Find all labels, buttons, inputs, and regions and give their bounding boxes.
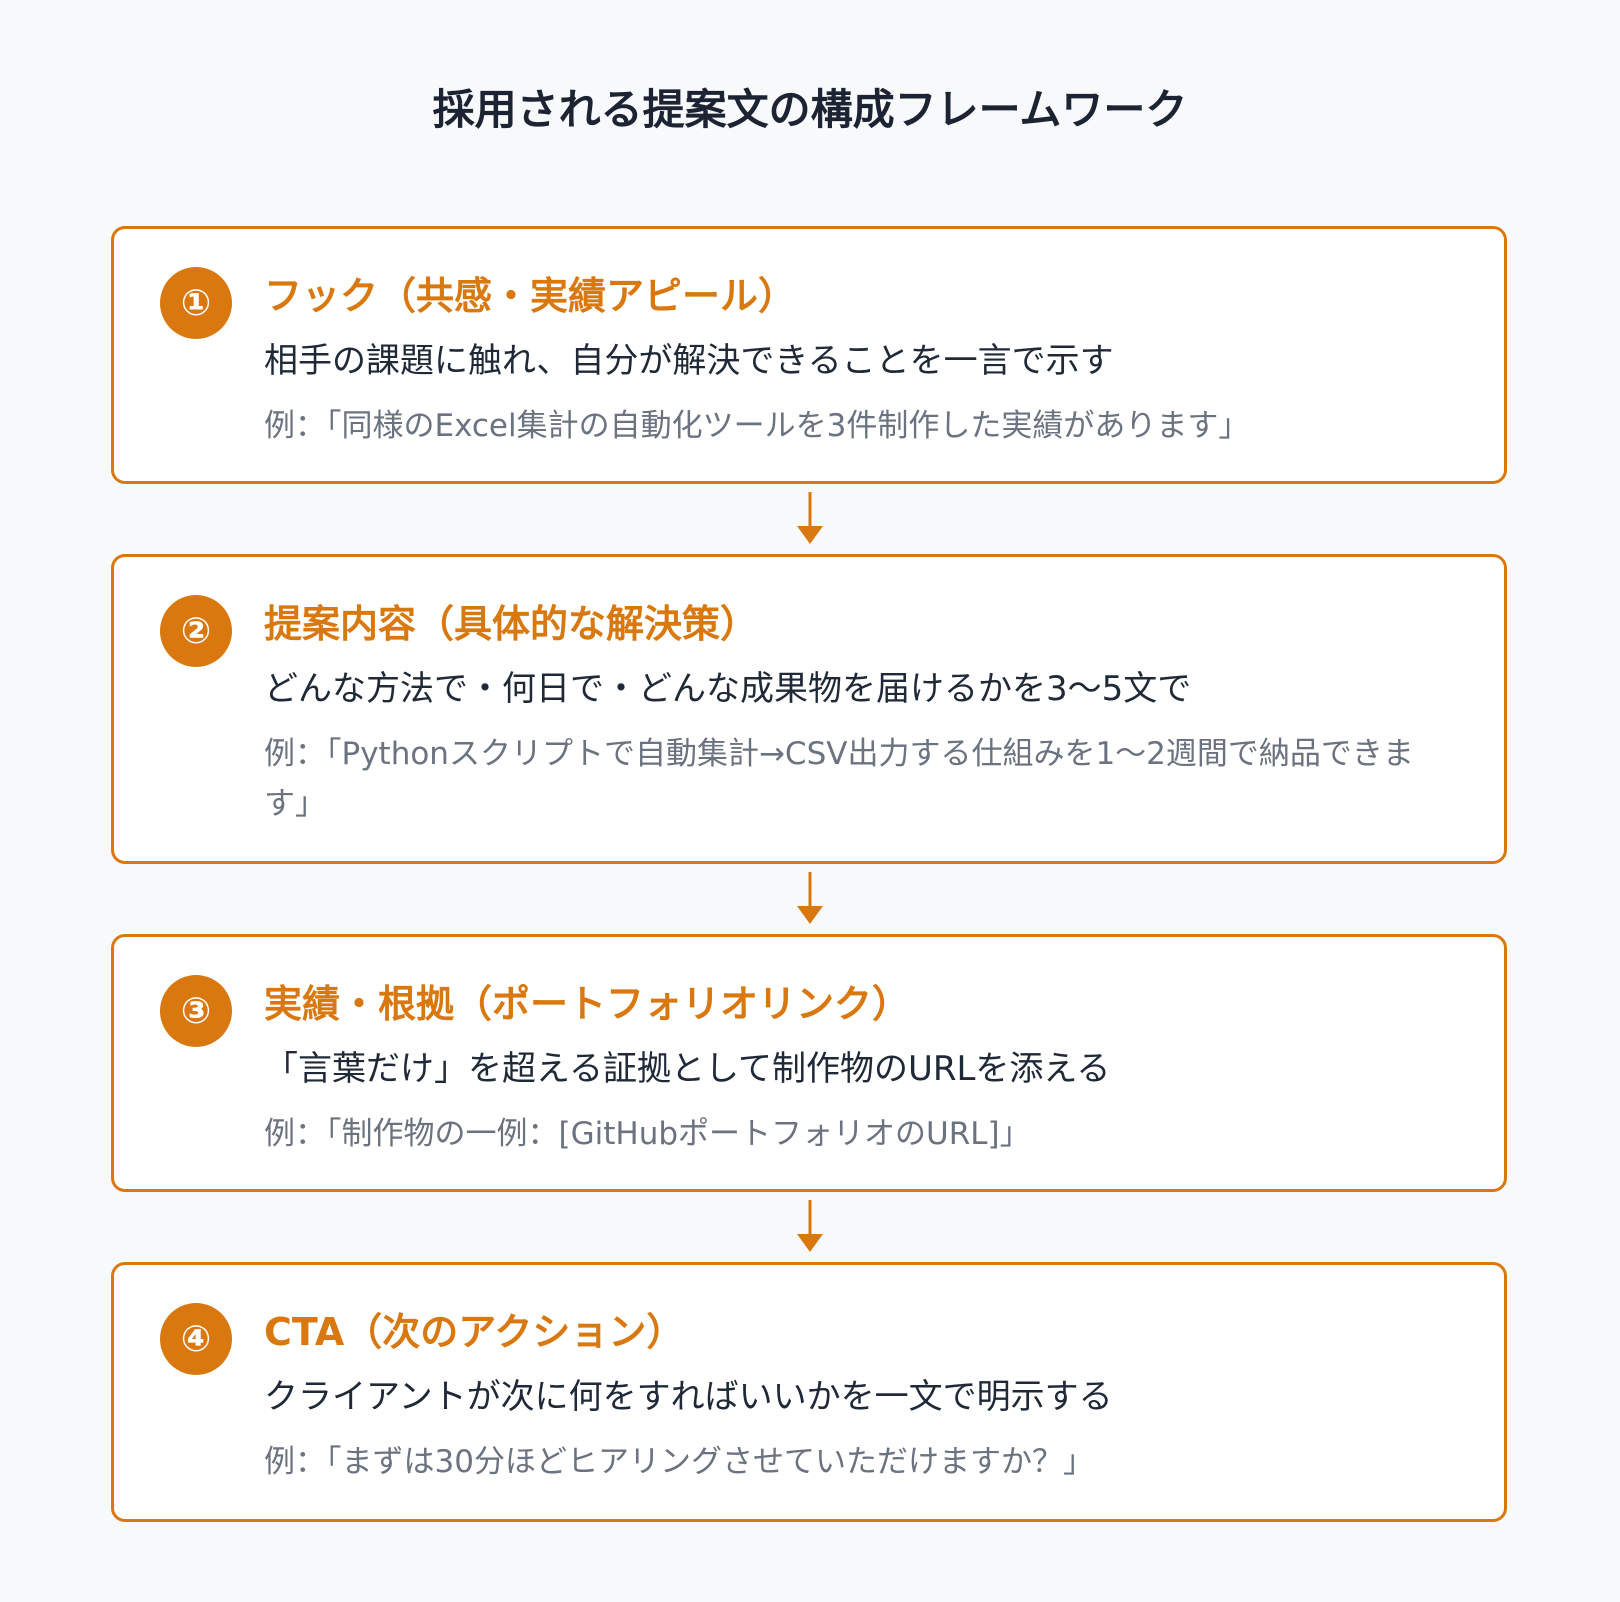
step-heading: CTA（次のアクション） xyxy=(264,1310,685,1354)
step-description: 相手の課題に触れ、自分が解決できることを一言で示す xyxy=(264,341,1114,381)
step-example: 例：「Pythonスクリプトで自動集計→CSV出力する仕組みを1〜2週間で納品で… xyxy=(264,736,1414,822)
step-card-proposal: ② 提案内容（具体的な解決策） どんな方法で・何日で・どんな成果物を届けるかを3… xyxy=(111,554,1507,864)
step-number-badge: ③ xyxy=(160,975,232,1047)
step-example: 例：「まずは30分ほどヒアリングさせていただけますか？」 xyxy=(264,1444,1094,1480)
step-description: クライアントが次に何をすればいいかを一文で明示する xyxy=(264,1377,1113,1417)
step-heading: 実績・根拠（ポートフォリオリンク） xyxy=(264,982,911,1026)
step-card-cta: ④ CTA（次のアクション） クライアントが次に何をすればいいかを一文で明示する… xyxy=(111,1262,1507,1522)
step-number-badge: ① xyxy=(160,267,232,339)
step-heading: フック（共感・実績アピール） xyxy=(264,274,797,318)
step-heading: 提案内容（具体的な解決策） xyxy=(264,602,759,646)
step-description: どんな方法で・何日で・どんな成果物を届けるかを3〜5文で xyxy=(264,669,1192,709)
step-description: 「言葉だけ」を超える証拠として制作物のURLを添える xyxy=(264,1049,1111,1089)
step-example: 例：「同様のExcel集計の自動化ツールを3件制作した実績があります」 xyxy=(264,408,1250,444)
step-number-badge: ④ xyxy=(160,1303,232,1375)
down-arrow-icon xyxy=(797,872,823,924)
down-arrow-icon xyxy=(797,492,823,544)
step-card-evidence: ③ 実績・根拠（ポートフォリオリンク） 「言葉だけ」を超える証拠として制作物のU… xyxy=(111,934,1507,1192)
step-example: 例：「制作物の一例：[GitHubポートフォリオのURL]」 xyxy=(264,1116,1031,1152)
step-card-hook: ① フック（共感・実績アピール） 相手の課題に触れ、自分が解決できることを一言で… xyxy=(111,226,1507,484)
page-title: 採用される提案文の構成フレームワーク xyxy=(432,85,1188,134)
down-arrow-icon xyxy=(797,1200,823,1252)
step-number-badge: ② xyxy=(160,595,232,667)
